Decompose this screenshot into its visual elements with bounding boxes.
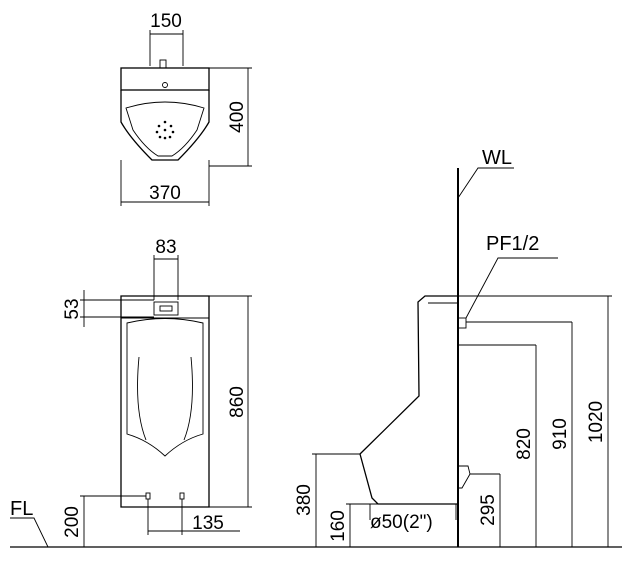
dim-side-drain-height: 160 [328, 510, 349, 542]
top-outlet-hole [162, 82, 168, 88]
front-inlet-left [145, 492, 151, 500]
side-supply-pipe [457, 317, 467, 329]
dim-side-h1020: 1020 [586, 401, 607, 443]
dim-side-drain-size: ø50(2") [370, 512, 433, 533]
label-pf: PF1/2 [486, 233, 539, 255]
dim-side-h820: 820 [514, 428, 535, 460]
dim-front-sensor-height: 53 [62, 298, 83, 319]
dim-top-depth: 400 [227, 101, 248, 133]
dim-front-sensor-width: 83 [155, 237, 176, 258]
dim-side-rim-height: 380 [294, 484, 315, 516]
side-outlet [457, 465, 471, 489]
top-back-plate [120, 67, 210, 91]
top-bowl-inner [125, 101, 205, 157]
dim-side-h910: 910 [550, 418, 571, 450]
front-bowl [126, 318, 204, 457]
dim-side-outlet-height: 295 [478, 494, 499, 526]
front-sensor-window [153, 301, 179, 316]
label-fl: FL [10, 498, 33, 520]
dim-front-height: 860 [227, 386, 248, 418]
dim-front-inlet-height: 200 [62, 506, 83, 538]
dim-top-width-outlet: 150 [150, 11, 182, 32]
top-view: 150 400 370 [120, 11, 252, 206]
label-wl: WL [482, 147, 512, 169]
front-body-outline [120, 295, 210, 508]
drain-holes [155, 120, 175, 140]
front-inlet-right [179, 492, 185, 500]
dim-front-inlet-spacing: 135 [192, 513, 224, 534]
top-bowl-outline [120, 90, 210, 161]
side-body-outline [359, 295, 458, 505]
dim-top-width: 370 [149, 183, 181, 204]
front-view: 83 53 860 200 135 [62, 237, 252, 547]
side-view: WL PF1/2 380 160 ø50(2") 295 820 [294, 147, 612, 547]
